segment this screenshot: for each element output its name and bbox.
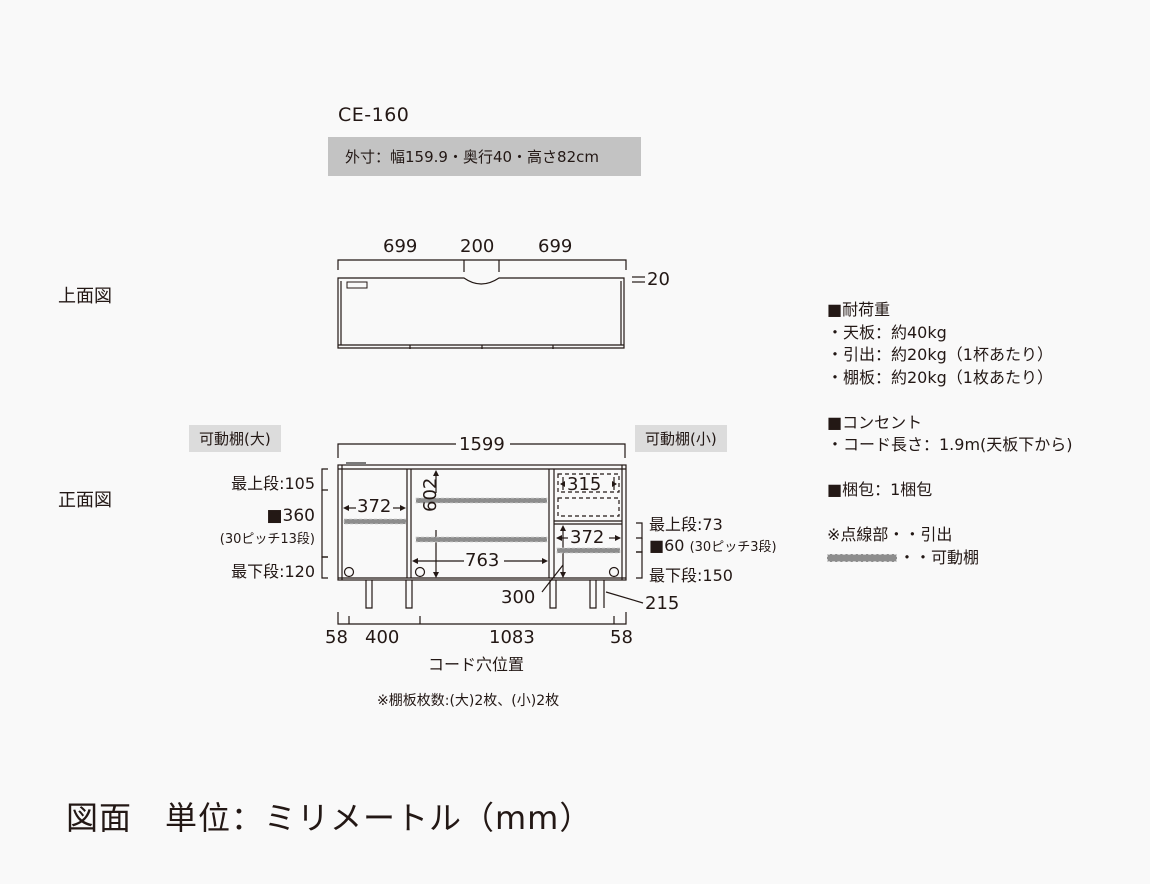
right-shelf-bottom: 最下段:150 xyxy=(649,566,733,585)
front-total-width: 1599 xyxy=(459,434,505,455)
cord-pos-right: 58 xyxy=(610,627,633,648)
right-shelf-pitch: ■60 (30ピッチ3段) xyxy=(649,536,777,555)
legend-bar-text: ・・可動棚 xyxy=(899,547,980,567)
left-shelf-top: 最上段:105 xyxy=(231,474,315,493)
top-dim-center: 200 xyxy=(460,236,495,257)
spec-notes: ■耐荷重 ・天板：約40kg ・引出：約20kg（1杯あたり） ・棚板：約20k… xyxy=(827,299,1073,569)
package-info: ■梱包：1梱包 xyxy=(827,480,933,499)
outer-dimensions: 外寸：幅159.9・奥行40・高さ82cm xyxy=(345,148,599,166)
load-item-shelf: ・棚板：約20kg（1枚あたり） xyxy=(827,367,1053,387)
left-shelf-bottom: 最下段:120 xyxy=(231,562,315,581)
right-shelf-pitch-value: ■60 xyxy=(649,536,685,555)
shelf-count-note: ※棚板枚数:(大)2枚、(小)2枚 xyxy=(377,693,560,709)
cord-position-label: コード穴位置 xyxy=(428,655,525,674)
dim-left-width: 372 xyxy=(357,496,392,517)
top-view-label: 上面図 xyxy=(58,286,112,307)
cord-pos-1083: 1083 xyxy=(489,627,535,648)
tag-movable-shelf-small: 可動棚(小) xyxy=(635,425,727,452)
right-shelf-top: 最上段:73 xyxy=(649,515,723,534)
top-dim-left: 699 xyxy=(383,236,418,257)
shelf-bar-icon xyxy=(827,554,897,562)
left-shelf-pitch: ■360 xyxy=(266,506,315,526)
load-item-top: ・天板：約40kg xyxy=(827,322,947,342)
dim-cord-height: 215 xyxy=(645,593,680,614)
outlet-title: ■コンセント xyxy=(827,412,923,432)
dim-drawer-width: 315 xyxy=(567,474,602,495)
right-shelf-pitch-note: (30ピッチ3段) xyxy=(689,540,777,555)
cord-pos-left: 58 xyxy=(325,627,348,648)
dim-right-height: 300 xyxy=(501,587,536,608)
legend-bar-row: ・・可動棚 xyxy=(827,547,1073,570)
legend-dotted: ※点線部・・引出 xyxy=(827,525,953,544)
top-thickness: 20 xyxy=(647,269,670,290)
dim-center-height: 602 xyxy=(420,477,441,512)
cord-pos-400: 400 xyxy=(365,627,400,648)
load-item-drawer: ・引出：約20kg（1杯あたり） xyxy=(827,345,1053,364)
tag-movable-shelf-large: 可動棚(大) xyxy=(189,425,281,452)
left-shelf-pitch-note: (30ピッチ13段) xyxy=(219,532,315,547)
dim-center-width: 763 xyxy=(465,550,500,571)
load-title: ■耐荷重 xyxy=(827,300,891,319)
footer-title: 図面 単位：ミリメートル（mm） xyxy=(66,799,593,837)
outlet-cord-length: ・コード長さ：1.9m(天板下から) xyxy=(827,435,1073,454)
dim-right-width: 372 xyxy=(570,527,605,548)
dimensions-banner xyxy=(328,137,641,176)
top-dim-right: 699 xyxy=(538,236,573,257)
front-view-label: 正面図 xyxy=(58,490,112,511)
model-number: CE-160 xyxy=(338,104,410,126)
